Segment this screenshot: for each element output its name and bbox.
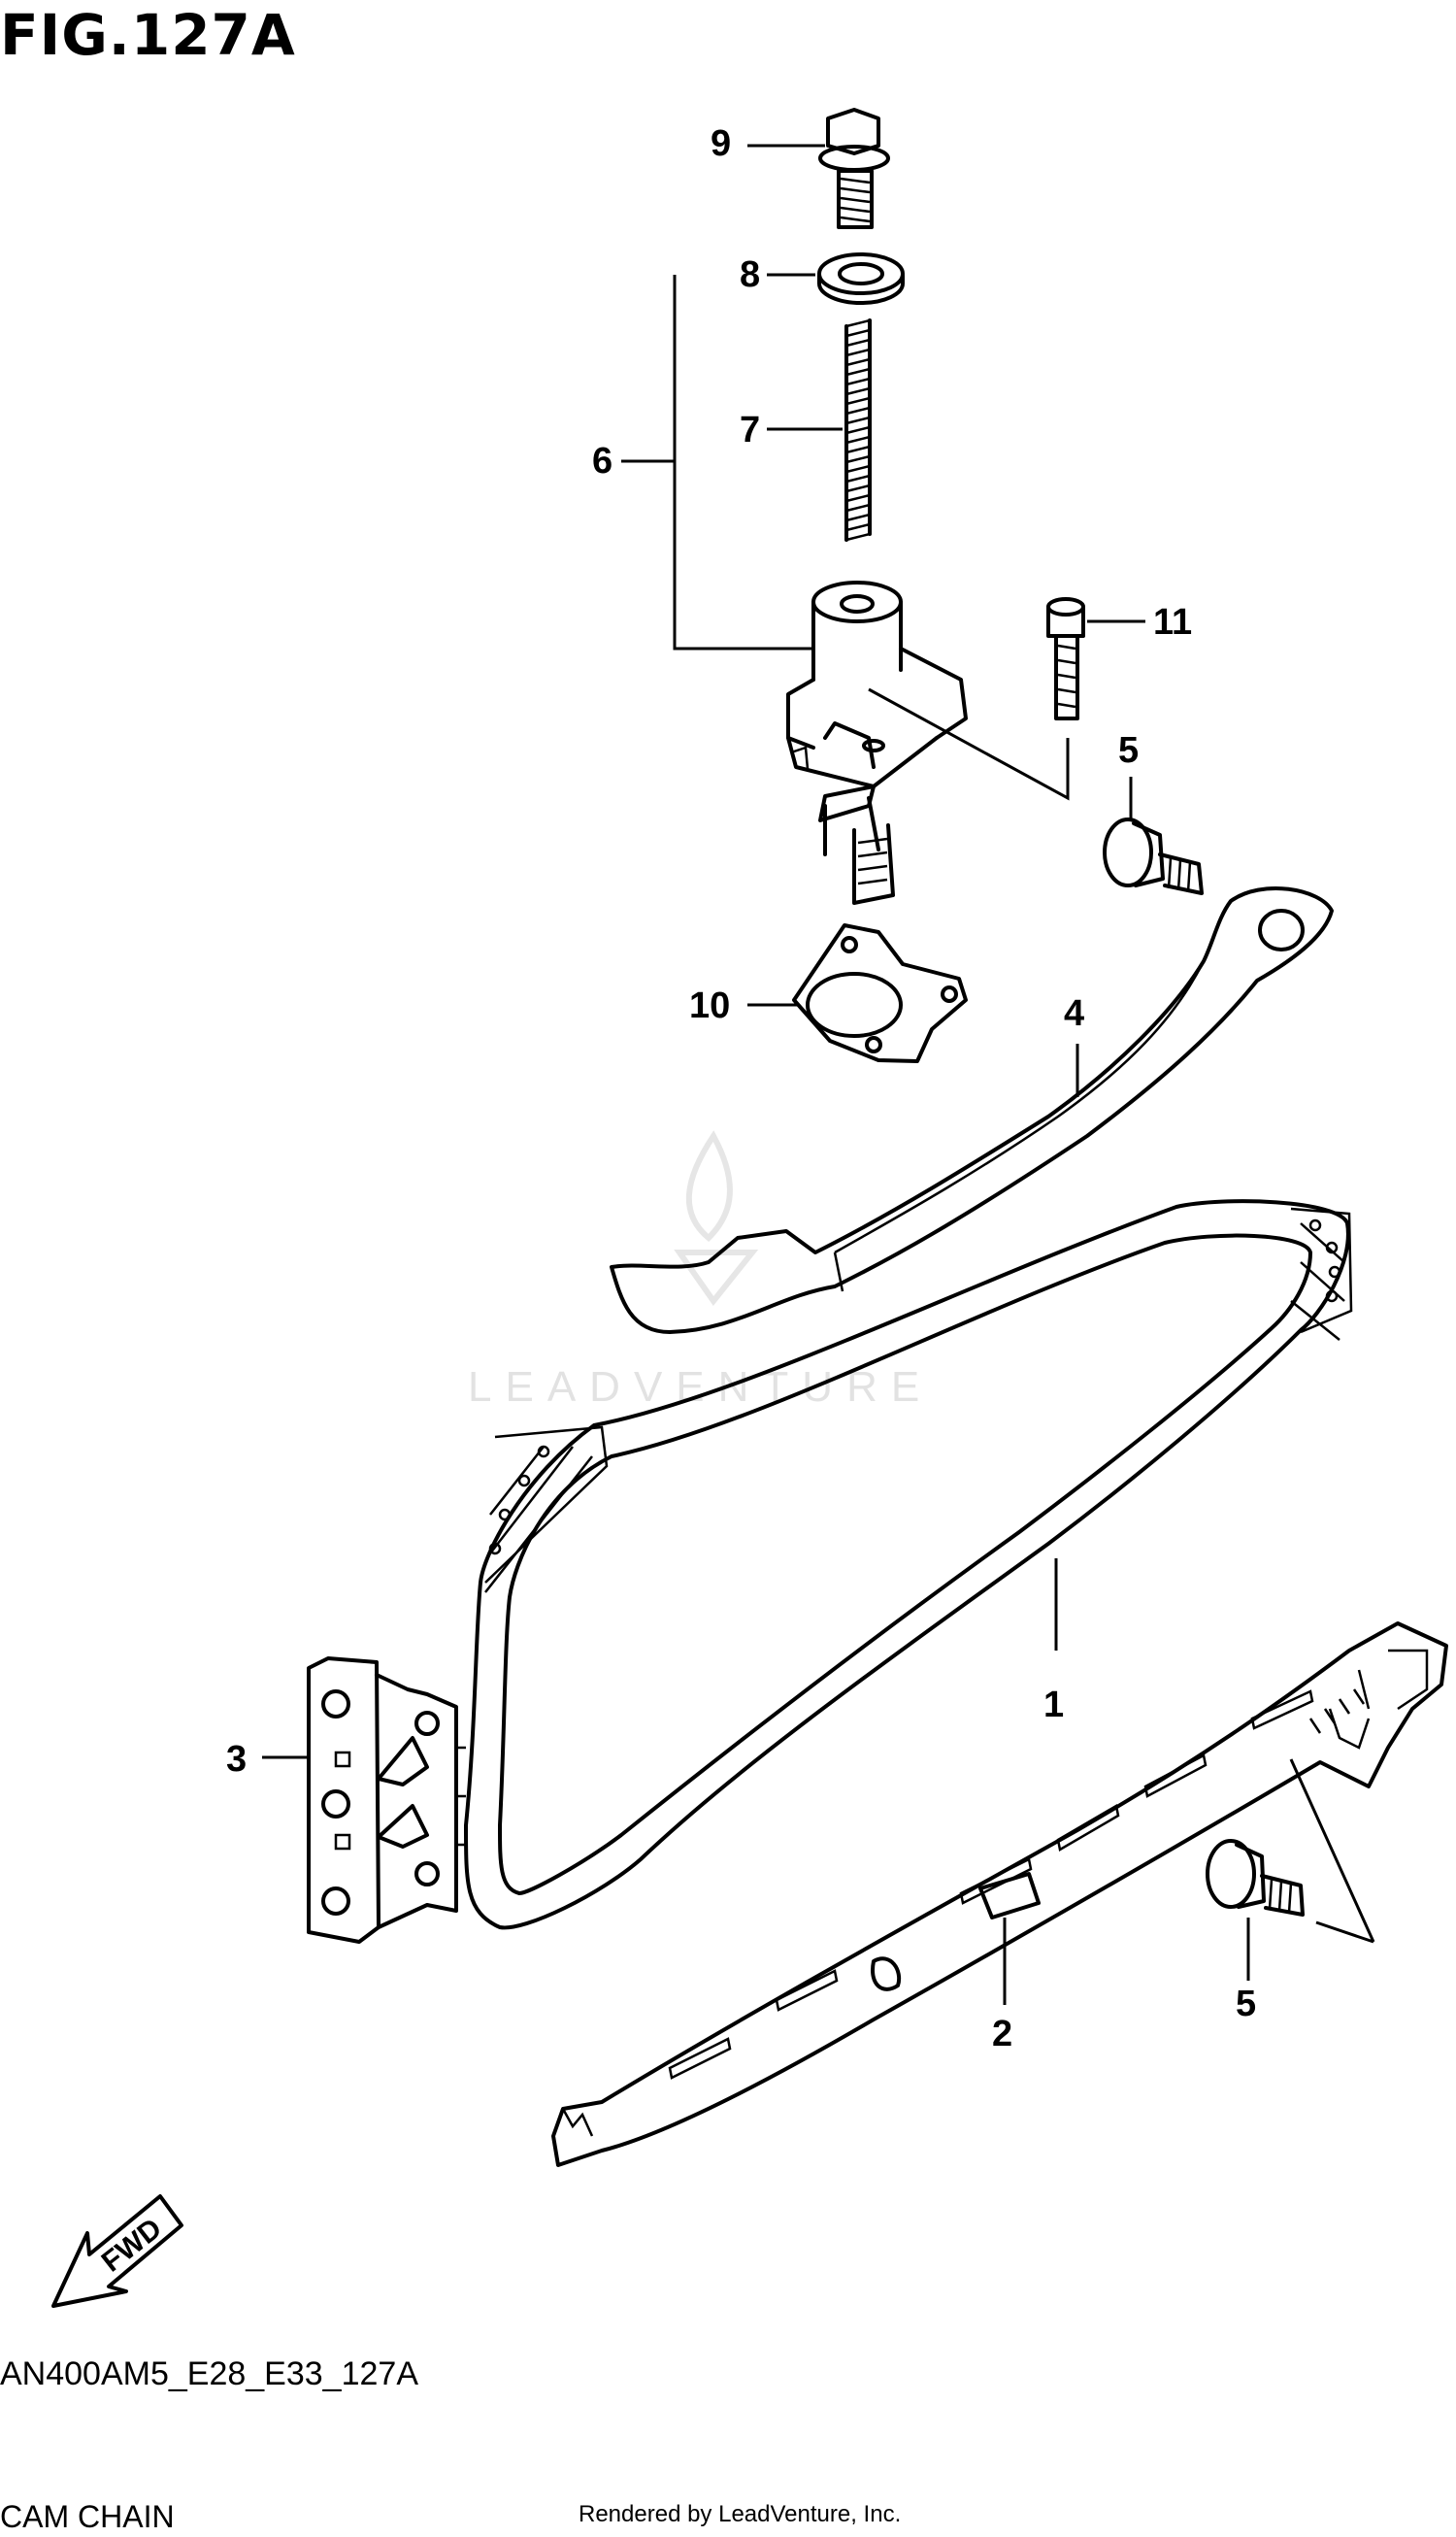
callout-9: 9 xyxy=(711,123,732,164)
watermark: LEADVENTURE xyxy=(468,1363,934,1411)
pivot-bolt-lower-part xyxy=(1206,1839,1305,1917)
callout-7: 7 xyxy=(740,410,761,451)
callout-4: 4 xyxy=(1064,993,1085,1034)
tensioner-assembly-part xyxy=(786,581,1070,905)
cam-chain-part xyxy=(464,1199,1353,1930)
figure-title: FIG.127A xyxy=(0,2,296,68)
guide-plate-part xyxy=(307,1656,466,1944)
callout-6: 6 xyxy=(592,441,613,482)
socket-bolt-part xyxy=(1046,597,1085,720)
rendered-by-credit: Rendered by LeadVenture, Inc. xyxy=(579,2501,902,2527)
tensioner-arm-part xyxy=(610,885,1334,1334)
figure-name: CAM CHAIN xyxy=(0,2499,175,2534)
leader-lines xyxy=(262,144,1375,2005)
callout-2: 2 xyxy=(992,2014,1013,2054)
callout-1: 1 xyxy=(1043,1685,1065,1725)
figure-code: AN400AM5_E28_E33_127A xyxy=(0,2355,418,2392)
flange-bolt-part xyxy=(818,108,890,229)
gasket-part xyxy=(792,923,968,1063)
spring-part xyxy=(844,318,872,542)
chain-guide-part xyxy=(551,1621,1448,2167)
watermark-logo-icon xyxy=(674,1130,759,1307)
callout-10: 10 xyxy=(689,985,731,1026)
callout-3: 3 xyxy=(226,1739,248,1780)
washer-part xyxy=(817,252,905,305)
callout-5-lower: 5 xyxy=(1236,1984,1257,2024)
callout-11: 11 xyxy=(1153,602,1193,643)
pivot-bolt-upper-part xyxy=(1103,818,1204,895)
forward-arrow-icon xyxy=(51,2194,183,2308)
callout-5-upper: 5 xyxy=(1118,730,1140,771)
callout-8: 8 xyxy=(740,254,761,295)
